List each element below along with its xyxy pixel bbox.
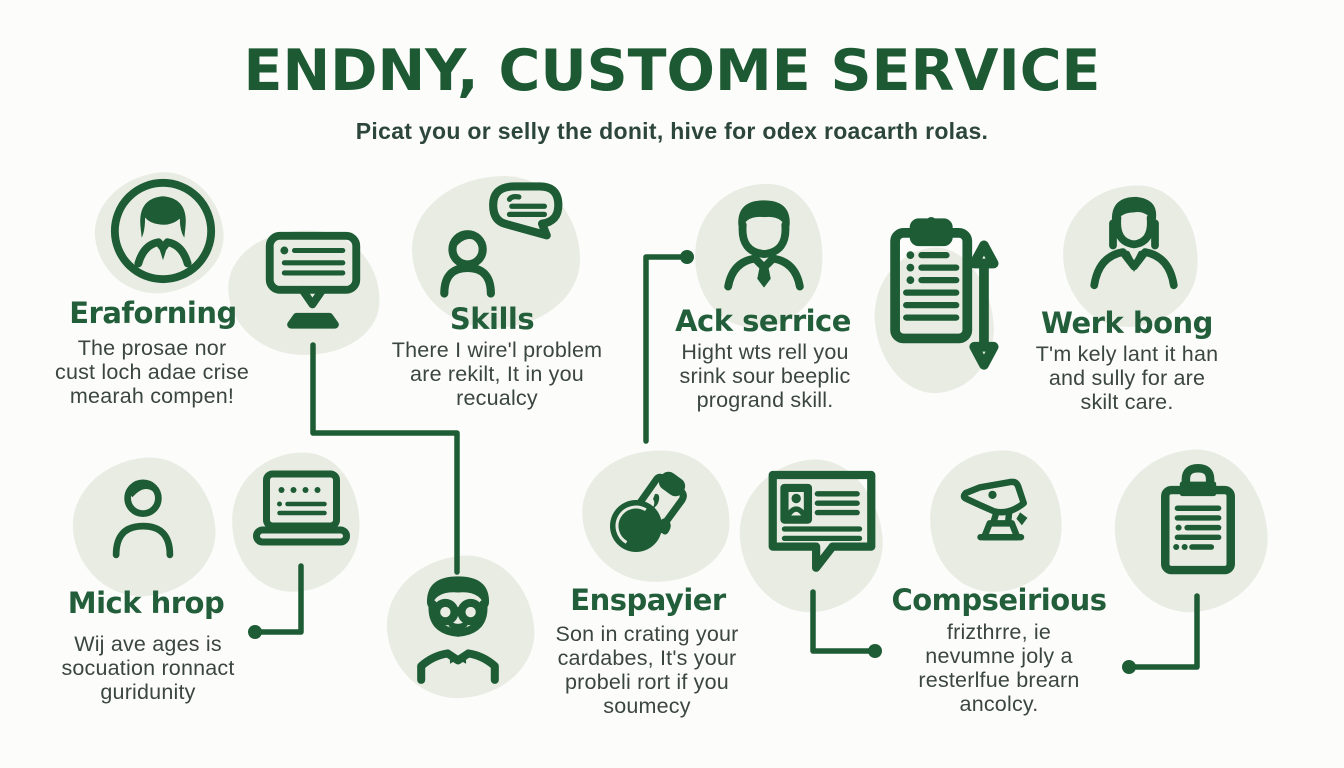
bird-icon	[952, 470, 1044, 562]
heading-werk-bong: Werk bong	[1041, 306, 1213, 340]
connector-ack-to-money	[643, 254, 690, 444]
connector-dot-idcard	[868, 644, 882, 658]
connector-dot-laptop	[248, 625, 262, 639]
connector-idcard-to-compseirious	[810, 589, 878, 654]
person-icon	[95, 470, 191, 562]
page-title: ENDNY, CUSTOME SERVICE	[243, 38, 1101, 104]
sign-board-icon	[254, 228, 372, 346]
support-woman-icon	[1078, 188, 1190, 293]
connector-laptop-to-mick	[252, 563, 304, 635]
body-ack-serrice: Hight wts rell you srink sour beeplic pr…	[679, 340, 851, 412]
body-eraforning: The prosae nor cust loch adae crise mear…	[54, 336, 250, 408]
body-enspayier: Son in crating your cardabes, It's your …	[555, 622, 739, 718]
glasses-man-icon	[412, 568, 504, 686]
laptop-icon	[248, 468, 354, 560]
body-compseirious: frizthrre, ie nevumne joly a resterlfue …	[918, 620, 1080, 716]
money-tag-icon	[598, 462, 698, 562]
body-werk-bong: T'm kely lant it han and sully for are s…	[1035, 342, 1219, 414]
heading-skills: Skills	[449, 302, 535, 336]
body-mick-hrop: Wij ave ages is socuation ronnact guridu…	[61, 632, 235, 704]
heading-eraforning: Eraforning	[69, 296, 237, 330]
clipboard-lock-icon	[1158, 462, 1238, 586]
man-tie-icon	[708, 188, 820, 300]
body-skills: There I wire'l problem are rekilt, It in…	[391, 338, 603, 410]
heading-compseirious: Compseirious	[891, 583, 1107, 617]
person-chat-icon	[435, 180, 563, 300]
connector-dot-ack	[680, 250, 694, 264]
heading-enspayier: Enspayier	[570, 583, 726, 617]
connector-clipboard-left	[1126, 593, 1200, 670]
woman-avatar-circle-icon	[107, 175, 219, 287]
connector-dot-clipboard	[1122, 660, 1136, 674]
connector-sign-to-glasses	[310, 342, 460, 575]
heading-mick-hrop: Mick hrop	[67, 586, 225, 620]
clipboard-pencil-icon	[884, 210, 1002, 378]
heading-ack-serrice: Ack serrice	[675, 304, 851, 338]
idcard-bubble-icon	[763, 468, 881, 590]
page-subtitle: Picat you or selly the donit, hive for o…	[355, 118, 989, 144]
